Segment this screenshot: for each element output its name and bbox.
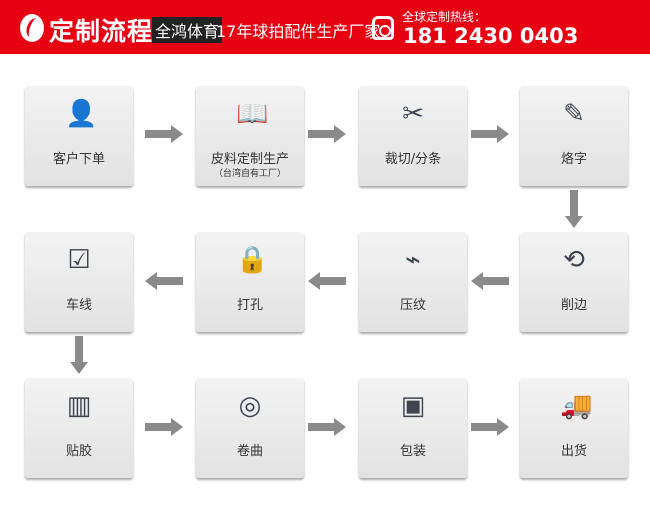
step-12: 🚚 出货 <box>520 378 628 478</box>
page-title: 定制流程 <box>49 17 154 46</box>
step-9: ▥ 贴胶 <box>25 378 133 478</box>
step-4: ✎ 烙字 <box>520 86 628 186</box>
truck-icon: 🚚 <box>560 391 593 421</box>
step-sublabel: （台湾自有工厂） <box>213 169 286 179</box>
logo-icon <box>20 14 44 42</box>
step-label: 裁切/分条 <box>384 152 442 167</box>
keyhole-icon: 🔒 <box>236 245 269 275</box>
step-label: 车线 <box>65 298 92 313</box>
arrow-icon <box>565 190 583 228</box>
step-7: 🔒 打孔 <box>196 232 304 332</box>
step-label: 包装 <box>399 444 426 459</box>
box-icon: ▣ <box>400 391 426 421</box>
brand-name: 全鸿体育 <box>152 17 223 43</box>
container-icon: ▥ <box>66 391 92 421</box>
person-icon: 👤 <box>65 99 98 129</box>
arrow-icon <box>471 125 509 143</box>
header-banner: 定制流程 全鸿体育 17年球拍配件生产厂家 全球定制热线： 181 2430 0… <box>0 0 650 54</box>
arrow-icon <box>471 418 509 436</box>
step-label: 烙字 <box>560 152 587 167</box>
step-label: 客户下单 <box>52 152 105 167</box>
step-11: ▣ 包装 <box>359 378 467 478</box>
step-10: ◎ 卷曲 <box>196 378 304 478</box>
slogan: 17年球拍配件生产厂家 <box>216 22 381 41</box>
book-icon: 📖 <box>236 99 269 129</box>
repeat-icon: ⟲ <box>563 245 585 275</box>
arrow-icon <box>145 125 183 143</box>
arrow-icon <box>308 272 346 290</box>
arrow-icon <box>145 418 183 436</box>
roll-icon: ◎ <box>238 391 262 421</box>
arrow-icon <box>145 272 183 290</box>
step-label: 压纹 <box>399 298 426 313</box>
step-5: ⟲ 削边 <box>520 232 628 332</box>
arrow-icon <box>308 418 346 436</box>
hotline-number[interactable]: 181 2430 0403 <box>403 24 579 48</box>
step-label: 削边 <box>560 298 587 313</box>
step-label: 打孔 <box>236 298 263 313</box>
step-8: ☑ 车线 <box>25 232 133 332</box>
phone-icon <box>372 16 394 40</box>
step-label: 贴胶 <box>65 444 92 459</box>
checkbox-icon: ☑ <box>67 245 91 275</box>
arrow-icon <box>308 125 346 143</box>
arrow-icon <box>471 272 509 290</box>
step-label: 出货 <box>560 444 587 459</box>
card-cut-icon: ✂ <box>402 99 424 129</box>
hotline-label: 全球定制热线： <box>402 10 487 24</box>
route-icon: ⌁ <box>405 245 421 275</box>
step-1: 👤 客户下单 <box>25 86 133 186</box>
step-2: 📖 皮料定制生产 （台湾自有工厂） <box>196 86 304 186</box>
arrow-icon <box>70 336 88 374</box>
edit-icon: ✎ <box>563 99 585 129</box>
step-label: 卷曲 <box>236 444 263 459</box>
step-6: ⌁ 压纹 <box>359 232 467 332</box>
step-label: 皮料定制生产 <box>210 152 289 167</box>
step-3: ✂ 裁切/分条 <box>359 86 467 186</box>
